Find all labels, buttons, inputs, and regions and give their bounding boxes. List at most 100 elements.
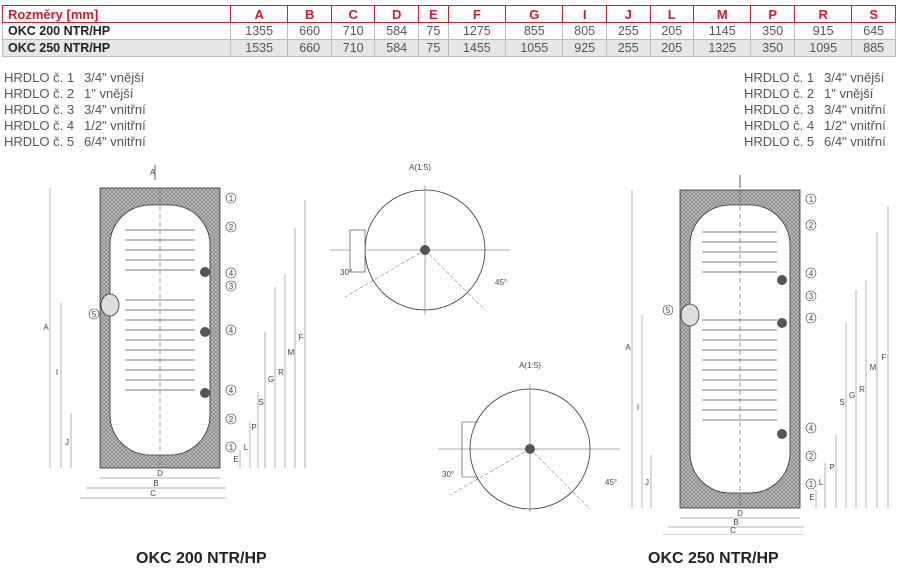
cell: 75 bbox=[417, 22, 449, 40]
svg-text:30°: 30° bbox=[340, 268, 352, 277]
cell: 1355 bbox=[229, 22, 289, 40]
tank-drawing-okc200: A 1 2 4 3 4 4 2 1 5 A I J D B C bbox=[43, 165, 306, 499]
svg-text:2: 2 bbox=[809, 452, 814, 461]
model-name: OKC 250 NTR/HP bbox=[2, 39, 231, 57]
svg-text:R: R bbox=[859, 385, 865, 394]
col-header: R bbox=[793, 5, 853, 23]
svg-text:5: 5 bbox=[666, 306, 671, 315]
cell: 645 bbox=[851, 22, 896, 40]
col-header: L bbox=[649, 5, 695, 23]
col-header: E bbox=[417, 5, 449, 23]
svg-text:J: J bbox=[65, 438, 69, 447]
header-label: Rozměry [mm] bbox=[2, 5, 231, 23]
svg-text:F: F bbox=[882, 353, 887, 362]
col-header: I bbox=[562, 5, 607, 23]
cell: 1055 bbox=[505, 39, 564, 57]
svg-text:I: I bbox=[56, 368, 58, 377]
cell: 885 bbox=[851, 39, 896, 57]
table-row: OKC 200 NTR/HP 1355 660 710 584 75 1275 … bbox=[2, 22, 896, 40]
svg-text:C: C bbox=[730, 526, 736, 535]
svg-text:S: S bbox=[258, 398, 263, 407]
cell: 1275 bbox=[447, 22, 507, 40]
col-header: D bbox=[374, 5, 419, 23]
svg-text:B: B bbox=[733, 518, 738, 527]
svg-text:L: L bbox=[244, 443, 249, 452]
cell: 350 bbox=[750, 22, 795, 40]
col-header: G bbox=[505, 5, 564, 23]
cell: 1455 bbox=[447, 39, 507, 57]
cell: 805 bbox=[562, 22, 607, 40]
svg-text:F: F bbox=[299, 333, 304, 342]
svg-text:2: 2 bbox=[229, 415, 234, 424]
col-header: P bbox=[750, 5, 795, 23]
cell: 1325 bbox=[693, 39, 752, 57]
svg-text:2: 2 bbox=[229, 223, 234, 232]
col-header: S bbox=[851, 5, 896, 23]
cell: 584 bbox=[374, 39, 419, 57]
cell: 1145 bbox=[693, 22, 752, 40]
svg-text:4: 4 bbox=[809, 314, 814, 323]
cell: 710 bbox=[330, 39, 376, 57]
svg-text:1: 1 bbox=[809, 480, 814, 489]
svg-text:P: P bbox=[251, 423, 256, 432]
svg-text:J: J bbox=[645, 478, 649, 487]
cell: 255 bbox=[605, 22, 651, 40]
svg-text:2: 2 bbox=[809, 221, 814, 230]
svg-text:4: 4 bbox=[809, 269, 814, 278]
col-header: B bbox=[287, 5, 332, 23]
svg-text:4: 4 bbox=[229, 386, 234, 395]
svg-text:P: P bbox=[829, 463, 834, 472]
svg-text:D: D bbox=[737, 509, 743, 518]
table-row: OKC 250 NTR/HP 1535 660 710 584 75 1455 … bbox=[2, 39, 896, 57]
svg-text:4: 4 bbox=[229, 269, 234, 278]
col-header: J bbox=[605, 5, 651, 23]
cell: 255 bbox=[605, 39, 651, 57]
dimensions-table: Rozměry [mm] A B C D E F G I J L M P R S… bbox=[2, 5, 896, 57]
svg-text:45°: 45° bbox=[495, 278, 507, 287]
svg-text:3: 3 bbox=[229, 282, 234, 291]
svg-text:45°: 45° bbox=[605, 478, 617, 487]
svg-text:1: 1 bbox=[229, 443, 234, 452]
col-header: F bbox=[447, 5, 507, 23]
svg-text:1: 1 bbox=[229, 194, 234, 203]
svg-text:S: S bbox=[839, 398, 844, 407]
svg-text:M: M bbox=[288, 348, 295, 357]
view-arrow-label: A bbox=[150, 168, 156, 177]
cell: 925 bbox=[562, 39, 607, 57]
cell: 205 bbox=[649, 39, 695, 57]
svg-text:3: 3 bbox=[809, 292, 814, 301]
svg-text:A: A bbox=[625, 343, 631, 352]
cell: 205 bbox=[649, 22, 695, 40]
col-header: C bbox=[330, 5, 376, 23]
svg-text:5: 5 bbox=[92, 310, 97, 319]
table-header-row: Rozměry [mm] A B C D E F G I J L M P R S bbox=[2, 5, 896, 23]
svg-text:4: 4 bbox=[809, 424, 814, 433]
model-name: OKC 200 NTR/HP bbox=[2, 22, 231, 40]
tank-drawing-okc250: 1 2 4 3 4 4 2 1 5 A I J D B C E L P S G … bbox=[625, 175, 889, 535]
svg-text:A(1:5): A(1:5) bbox=[519, 361, 541, 370]
svg-text:30°: 30° bbox=[442, 470, 454, 479]
svg-text:I: I bbox=[637, 403, 639, 412]
svg-text:A: A bbox=[43, 323, 49, 332]
cell: 350 bbox=[750, 39, 795, 57]
cell: 75 bbox=[417, 39, 449, 57]
svg-text:4: 4 bbox=[229, 326, 234, 335]
svg-text:E: E bbox=[233, 455, 238, 464]
cell: 1095 bbox=[793, 39, 853, 57]
svg-text:L: L bbox=[819, 478, 824, 487]
caption-okc250: OKC 250 NTR/HP bbox=[648, 550, 779, 567]
svg-text:A(1:5): A(1:5) bbox=[409, 163, 431, 172]
svg-text:G: G bbox=[268, 375, 274, 384]
col-header: A bbox=[229, 5, 289, 23]
svg-text:D: D bbox=[157, 469, 163, 478]
